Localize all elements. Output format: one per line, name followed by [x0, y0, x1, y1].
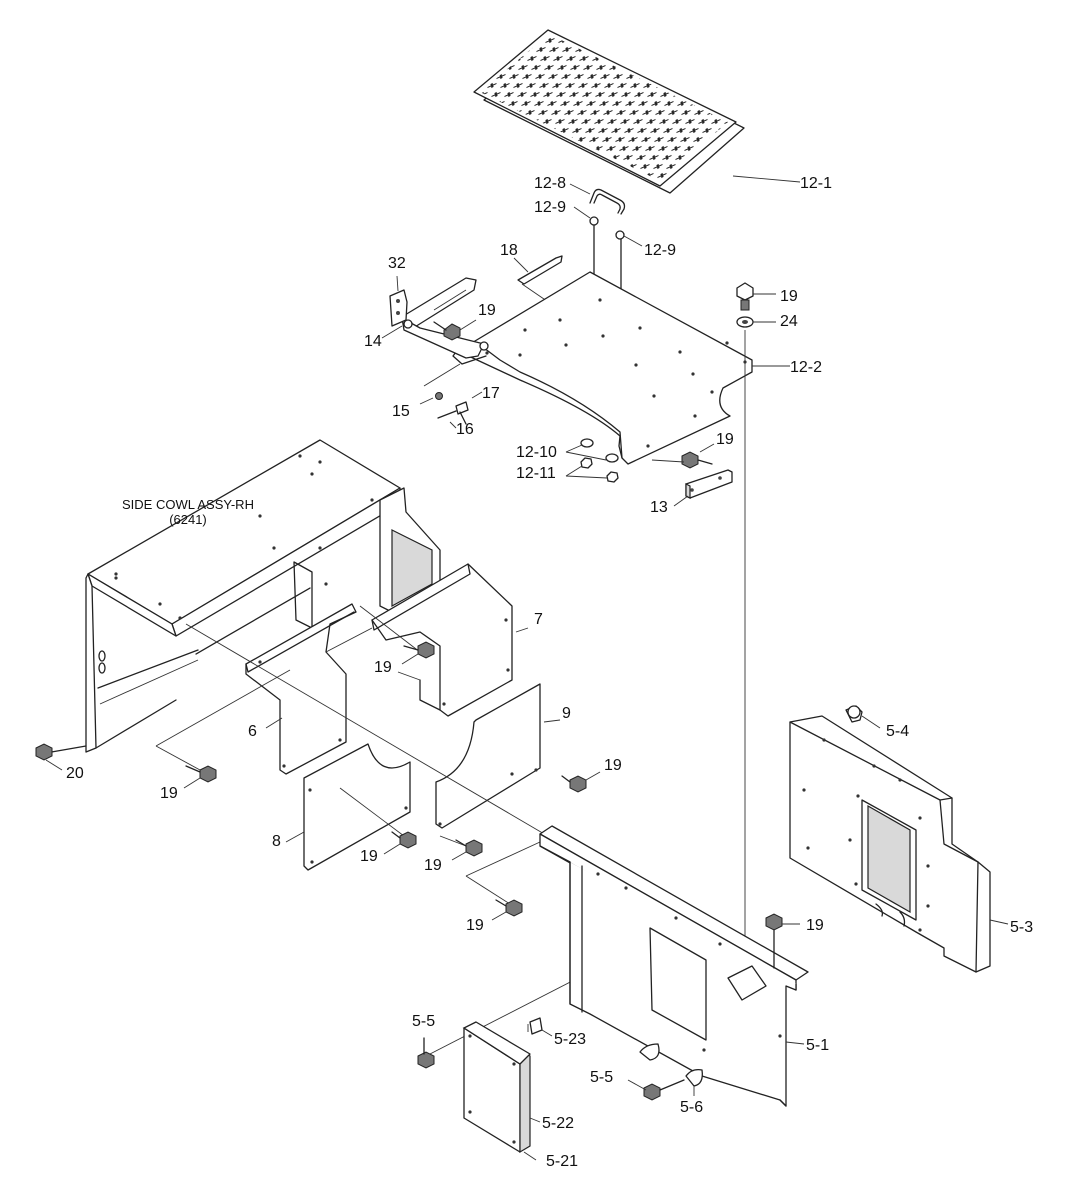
panel-8	[285, 743, 411, 871]
callout-24: 24	[780, 313, 798, 330]
callout-19-top-right: 19	[780, 288, 798, 305]
callout-19-panel-9-lower: 19	[424, 857, 442, 874]
panel-6	[245, 603, 373, 775]
callout-5-6: 5-6	[680, 1099, 704, 1116]
callout-12-8: 12-8	[534, 175, 567, 192]
callout-19-bracket: 19	[478, 302, 496, 319]
bolt-19-mid-right	[651, 443, 715, 469]
callout-16: 16	[456, 421, 474, 438]
callout-12-9-left: 12-9	[534, 199, 567, 216]
callout-9: 9	[562, 705, 571, 722]
side-cowl-assy-frame	[39, 439, 441, 755]
assembly-note-ref: (6241)	[169, 511, 207, 527]
washers-12-10	[565, 438, 619, 463]
clip-5-6	[639, 1043, 703, 1096]
callout-7: 7	[534, 611, 543, 628]
callout-5-1: 5-1	[806, 1037, 830, 1054]
panel-5-21	[462, 1021, 541, 1161]
assembly-note-title: SIDE COWL ASSY-RH	[122, 497, 254, 512]
callout-19-lower: 19	[466, 917, 484, 934]
panel-9	[435, 683, 561, 829]
panel-5-3	[789, 715, 1009, 973]
callout-12-1: 12-1	[800, 175, 833, 192]
callout-5-3: 5-3	[1010, 919, 1034, 936]
callout-19-panel-9: 19	[604, 757, 622, 774]
bolt-19-top-right	[736, 282, 776, 311]
callout-14: 14	[364, 333, 382, 350]
plate-32	[389, 275, 408, 327]
bracket-13	[673, 469, 733, 507]
perforated-plate-12-1	[473, 29, 801, 194]
callout-5-21: 5-21	[546, 1153, 579, 1170]
callout-6: 6	[248, 723, 257, 740]
bolt-5-5-right	[627, 1079, 685, 1101]
callout-19-panel-8: 19	[360, 848, 378, 865]
callout-8: 8	[272, 833, 281, 850]
callout-18: 18	[500, 242, 518, 259]
stud-5-4	[845, 705, 881, 729]
handle-12-8	[569, 183, 626, 215]
washer-24	[736, 316, 776, 328]
callout-5-23: 5-23	[554, 1031, 587, 1048]
assembly-note: SIDE COWL ASSY-RH (6241)	[122, 497, 254, 528]
callout-19-mid-right: 19	[716, 431, 734, 448]
panel-7	[371, 563, 529, 717]
bolt-19-5-1	[765, 913, 800, 969]
callout-5-22: 5-22	[542, 1115, 575, 1132]
callout-17: 17	[482, 385, 500, 402]
cover-plate-12-2	[423, 271, 790, 465]
callout-19-panel-7: 19	[374, 659, 392, 676]
callout-12-10: 12-10	[516, 444, 557, 461]
bolt-20	[35, 743, 63, 771]
callout-32: 32	[388, 255, 406, 272]
callout-13: 13	[650, 499, 668, 516]
nuts-12-11	[565, 457, 619, 483]
callout-15: 15	[392, 403, 410, 420]
callout-5-4: 5-4	[886, 723, 910, 740]
bolt-5-5-left	[417, 1037, 435, 1069]
callout-12-2: 12-2	[790, 359, 823, 376]
callout-20: 20	[66, 765, 84, 782]
callout-19-panel-6: 19	[160, 785, 178, 802]
callout-5-5-left: 5-5	[412, 1013, 436, 1030]
pin-15-16-17	[419, 391, 483, 429]
callout-19-5-1: 19	[806, 917, 824, 934]
stud-5-23	[529, 1017, 553, 1037]
panel-5-1	[539, 825, 809, 1107]
bolt-19-bracket	[433, 319, 477, 341]
bracket-14	[381, 277, 489, 359]
callout-5-5-right: 5-5	[590, 1069, 614, 1086]
bolts-19-panels	[183, 641, 601, 921]
callout-12-11: 12-11	[516, 465, 556, 482]
callout-12-9-right: 12-9	[644, 242, 677, 259]
